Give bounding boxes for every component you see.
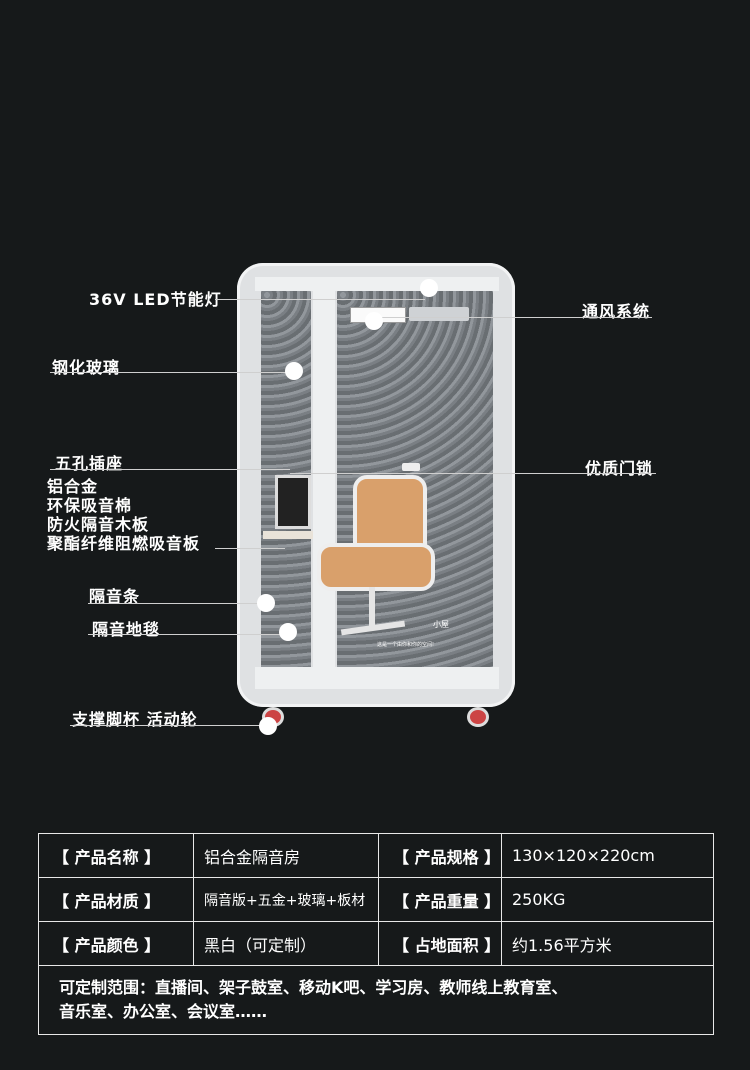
chair-seat (317, 543, 435, 591)
spec-key: 【 产品重量 】 (378, 877, 502, 922)
table-row: 【 产品材质 】 隔音版+五金+玻璃+板材 【 产品重量 】 250KG (38, 877, 714, 922)
custom-range-line-2: 音乐室、办公室、会议室…… (59, 1002, 268, 1021)
door-sign-subtitle: 这是一个由你和你的空间! (377, 642, 435, 648)
soundproof-booth-illustration: 小屋 这是一个由你和你的空间! (237, 263, 515, 707)
callout-led-dot (420, 279, 438, 297)
callout-strip-dot (257, 594, 275, 612)
spec-key: 【 产品颜色 】 (38, 921, 194, 966)
spec-value: 130×120×220cm (501, 833, 714, 878)
callout-material-1: 铝合金 (47, 477, 99, 496)
door-lock (402, 463, 420, 471)
wheel-right (467, 707, 489, 727)
callout-vent-line (380, 317, 652, 318)
bottom-frame (255, 667, 499, 689)
spec-value: 约1.56平方米 (501, 921, 714, 966)
table-row: 可定制范围：直播间、架子鼓室、移动K吧、学习房、教师线上教育室、 音乐室、办公室… (38, 965, 714, 1035)
callout-strip-line (88, 603, 264, 604)
callout-carpet-line (88, 634, 284, 635)
callout-wheels-line (70, 725, 266, 726)
callout-material-3: 防火隔音木板 (47, 515, 150, 534)
door-sign-title: 小屋 (433, 620, 449, 629)
monitor (275, 475, 311, 529)
callout-glass-dot (285, 362, 303, 380)
custom-range-cell: 可定制范围：直播间、架子鼓室、移动K吧、学习房、教师线上教育室、 音乐室、办公室… (38, 965, 714, 1035)
table-row: 【 产品颜色 】 黑白（可定制） 【 占地面积 】 约1.56平方米 (38, 921, 714, 966)
callout-lock-line (290, 473, 656, 474)
desk (263, 531, 313, 539)
spec-table: 【 产品名称 】 铝合金隔音房 【 产品规格 】 130×120×220cm 【… (38, 833, 714, 1035)
callout-wheels-dot (259, 717, 277, 735)
callout-material-4: 聚酯纤维阻燃吸音板 (47, 534, 201, 553)
vent-panel (409, 307, 469, 321)
callout-tempered-glass: 钢化玻璃 (52, 358, 121, 377)
callout-material-2: 环保吸音棉 (47, 496, 133, 515)
callout-led-light: 36V LED节能灯 (89, 290, 222, 309)
callout-carpet-dot (279, 623, 297, 641)
chair-back (353, 475, 427, 553)
callout-socket: 五孔插座 (55, 454, 124, 473)
custom-range-line-1: 可定制范围：直播间、架子鼓室、移动K吧、学习房、教师线上教育室、 (59, 978, 568, 997)
callout-material-line (215, 548, 285, 549)
callout-carpet: 隔音地毯 (92, 620, 161, 639)
callout-seal-strip: 隔音条 (89, 587, 141, 606)
table-row: 【 产品名称 】 铝合金隔音房 【 产品规格 】 130×120×220cm (38, 833, 714, 878)
spec-value: 铝合金隔音房 (193, 833, 379, 878)
spec-value: 隔音版+五金+玻璃+板材 (193, 877, 379, 922)
callout-lock: 优质门锁 (585, 459, 654, 478)
spec-value: 250KG (501, 877, 714, 922)
top-frame (255, 277, 499, 291)
chair-stem (369, 587, 375, 627)
callout-vent-dot (365, 312, 383, 330)
callout-wheels: 支撑脚杯 活动轮 (72, 710, 198, 729)
spec-value: 黑白（可定制） (193, 921, 379, 966)
callout-glass-line (50, 372, 290, 373)
spec-key: 【 产品材质 】 (38, 877, 194, 922)
callout-led-line (215, 299, 425, 300)
door-frame-left (313, 289, 335, 689)
spec-key: 【 产品名称 】 (38, 833, 194, 878)
spec-key: 【 产品规格 】 (378, 833, 502, 878)
callout-socket-line (50, 469, 290, 470)
callout-vent: 通风系统 (582, 302, 651, 321)
spec-key: 【 占地面积 】 (378, 921, 502, 966)
